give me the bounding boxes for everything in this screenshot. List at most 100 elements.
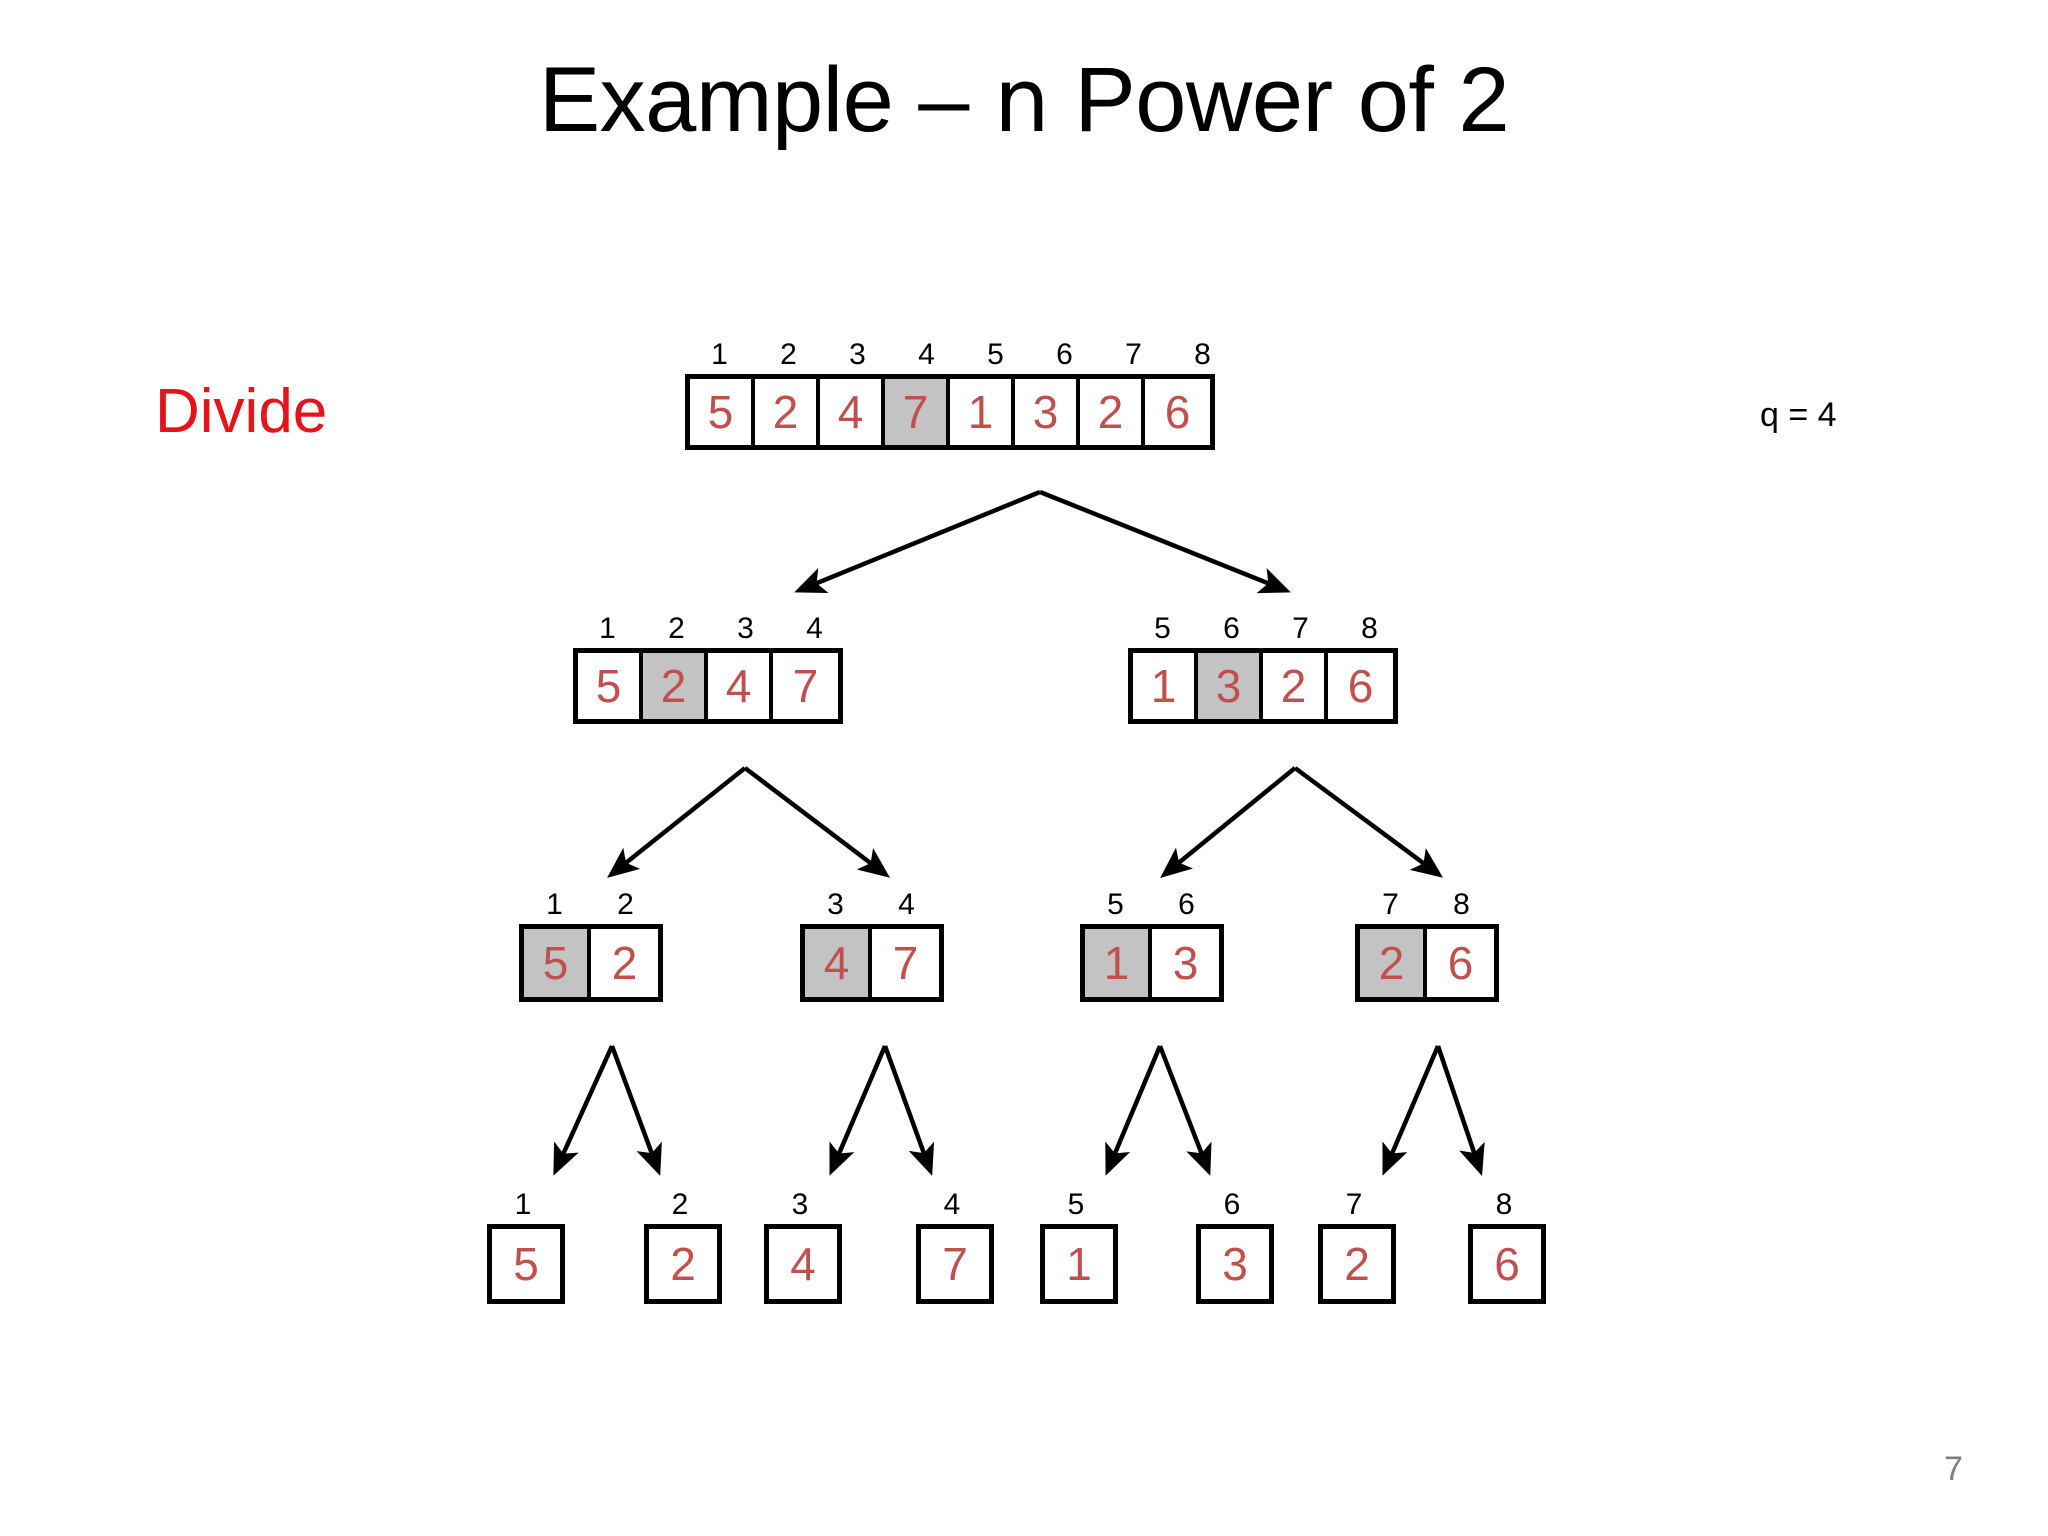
array-cell: 7 xyxy=(773,653,838,719)
array-cell: 5 xyxy=(492,1229,560,1299)
array-cell: 2 xyxy=(643,653,708,719)
tree-arrow xyxy=(1105,1045,1163,1176)
array-cell: 1 xyxy=(1133,653,1198,719)
array-cell: 2 xyxy=(1080,379,1145,445)
array-cells-single-1: 5 xyxy=(487,1224,565,1304)
index-labels-single-6: 6 xyxy=(1196,1190,1274,1224)
array-cell: 5 xyxy=(524,929,591,997)
index-labels-single-3: 3 xyxy=(764,1190,842,1224)
array-cell: 5 xyxy=(690,379,755,445)
index-label: 3 xyxy=(849,338,866,371)
array-cell: 6 xyxy=(1473,1229,1541,1299)
index-labels-single-5: 5 xyxy=(1040,1190,1118,1224)
q-annotation: q = 4 xyxy=(1760,396,1837,434)
array-cell: 7 xyxy=(872,929,939,997)
array-cells-single-2: 2 xyxy=(644,1224,722,1304)
title-variable-n: n xyxy=(994,49,1050,152)
index-label: 6 xyxy=(1178,888,1195,921)
index-label: 1 xyxy=(599,612,616,645)
index-label: 6 xyxy=(1056,338,1073,371)
index-label: 4 xyxy=(918,338,935,371)
array-cells-single-4: 7 xyxy=(916,1224,994,1304)
index-label: 8 xyxy=(1453,888,1470,921)
index-labels-single-1: 1 xyxy=(487,1190,565,1224)
index-labels-single-4: 4 xyxy=(916,1190,994,1224)
array-cell: 2 xyxy=(755,379,820,445)
index-label: 1 xyxy=(546,888,563,921)
array-cell: 1 xyxy=(1045,1229,1113,1299)
index-label: 5 xyxy=(987,338,1004,371)
array-cells-single-6: 3 xyxy=(1196,1224,1274,1304)
index-label: 8 xyxy=(1361,612,1378,645)
index-label: 7 xyxy=(1125,338,1142,371)
array-cells-single-5: 1 xyxy=(1040,1224,1118,1304)
index-labels-single-8: 8 xyxy=(1468,1190,1546,1224)
array-cell: 2 xyxy=(591,929,658,997)
page-title: Example – n Power of 2 xyxy=(0,52,2048,149)
tree-arrow xyxy=(829,1045,888,1176)
tree-arrow xyxy=(553,1045,615,1176)
index-label: 1 xyxy=(514,1188,532,1221)
array-cell: 3 xyxy=(1201,1229,1269,1299)
tree-arrow xyxy=(1157,1045,1212,1176)
array-cell: 7 xyxy=(921,1229,989,1299)
index-label: 4 xyxy=(943,1188,961,1221)
index-label: 5 xyxy=(1067,1188,1085,1221)
tree-arrow xyxy=(1039,489,1291,594)
tree-arrow xyxy=(1382,1045,1441,1176)
index-label: 4 xyxy=(806,612,823,645)
tree-arrow xyxy=(1435,1045,1485,1176)
array-cell: 7 xyxy=(885,379,950,445)
array-cell: 5 xyxy=(578,653,643,719)
index-label: 8 xyxy=(1194,338,1211,371)
tree-arrow xyxy=(794,489,1041,593)
index-labels-single-7: 7 xyxy=(1318,1190,1396,1224)
array-cells-single-3: 4 xyxy=(764,1224,842,1304)
tree-arrow xyxy=(743,766,891,878)
index-label: 5 xyxy=(1154,612,1171,645)
index-label: 7 xyxy=(1382,888,1399,921)
tree-arrow xyxy=(882,1045,935,1176)
tree-arrow xyxy=(1293,766,1444,878)
array-cell: 6 xyxy=(1427,929,1494,997)
array-cell: 2 xyxy=(1360,929,1427,997)
tree-arrow xyxy=(1160,766,1297,878)
tree-arrow xyxy=(607,766,747,878)
index-label: 3 xyxy=(827,888,844,921)
array-cell: 1 xyxy=(1085,929,1152,997)
index-label: 6 xyxy=(1223,1188,1241,1221)
array-cells-single-7: 2 xyxy=(1318,1224,1396,1304)
index-label: 2 xyxy=(668,612,685,645)
index-label: 6 xyxy=(1223,612,1240,645)
array-cell: 6 xyxy=(1328,653,1393,719)
index-label: 5 xyxy=(1107,888,1124,921)
array-cell: 6 xyxy=(1145,379,1210,445)
page-number: 7 xyxy=(1944,1450,1963,1488)
index-labels-right-half: 5 6 7 8 xyxy=(1128,614,1398,648)
index-label: 2 xyxy=(671,1188,689,1221)
index-label: 8 xyxy=(1495,1188,1513,1221)
index-label: 7 xyxy=(1292,612,1309,645)
array-cell: 3 xyxy=(1015,379,1080,445)
array-cell: 4 xyxy=(805,929,872,997)
index-label: 2 xyxy=(780,338,797,371)
phase-label-divide: Divide xyxy=(155,377,328,446)
index-label: 2 xyxy=(617,888,634,921)
array-cell: 3 xyxy=(1152,929,1219,997)
